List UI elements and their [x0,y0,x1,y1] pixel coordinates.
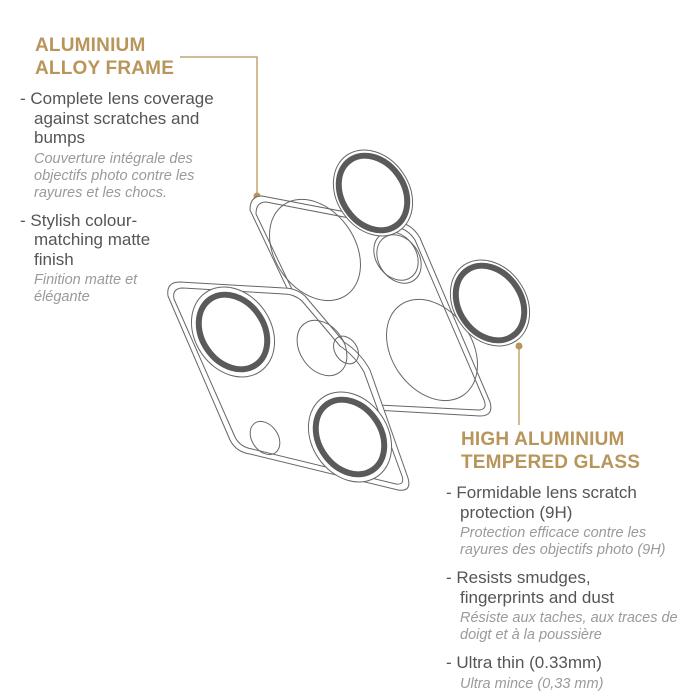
feature-en: - Stylish colour-matching matte finish [20,210,151,269]
feature-fr: Résiste aux taches, aux traces de doigt … [460,610,678,643]
frame-title-line: ALUMINIUM [35,35,146,56]
glass-feature: - Resists smudges, fingerprints and dust… [446,568,700,644]
frame-title-line: ALLOY FRAME [35,58,175,79]
feature-fr: Protection efficace contre les rayures d… [460,525,666,558]
glass-leader-dot [515,342,523,350]
glass-feature: - Ultra thin (0.33mm) Ultra mince (0,33 … [446,653,700,693]
feature-fr: Ultra mince (0,33 mm) [460,675,604,692]
lens-ring-bottom [307,391,393,483]
lens-ring-top [332,149,414,237]
glass-title-line: HIGH ALUMINIUM [461,429,625,450]
frame-feature: - Stylish colour-matching matte finish F… [20,211,260,307]
glass-title-line: TEMPERED GLASS [461,452,641,473]
feature-fr: Finition matte et élégante [34,272,138,305]
frame-title: ALUMINIUM ALLOY FRAME [20,34,260,80]
feature-en: - Complete lens coverage against scratch… [20,89,214,147]
lens-ring-right [449,259,531,347]
frame-feature: - Complete lens coverage against scratch… [20,89,260,202]
glass-section: HIGH ALUMINIUM TEMPERED GLASS - Formidab… [446,428,700,693]
feature-fr: Couverture intégrale des objectifs photo… [34,150,195,201]
glass-feature: - Formidable lens scratch protection (9H… [446,483,700,559]
feature-en: - Formidable lens scratch protection (9H… [446,483,637,522]
frame-leader-line [180,56,258,195]
lens-ring-left [190,286,276,378]
frame-section: ALUMINIUM ALLOY FRAME - Complete lens co… [20,34,260,306]
feature-en: - Resists smudges, fingerprints and dust [446,568,615,607]
feature-en: - Ultra thin (0.33mm) [446,653,602,672]
glass-title: HIGH ALUMINIUM TEMPERED GLASS [446,428,700,474]
